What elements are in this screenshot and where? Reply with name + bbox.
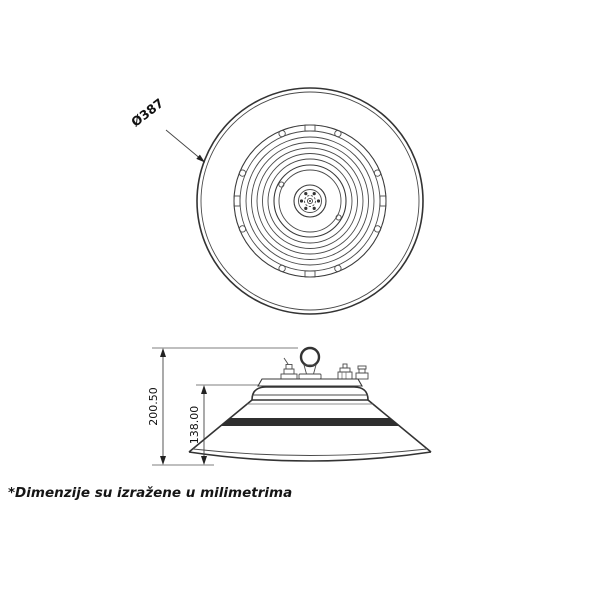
inner-plate-inner bbox=[278, 169, 342, 233]
mounting-plate bbox=[257, 378, 363, 387]
hub-bolts bbox=[299, 192, 321, 210]
inner-screw-right bbox=[335, 214, 342, 221]
sensor-block bbox=[337, 363, 369, 380]
arrow-down bbox=[160, 456, 166, 465]
dimension-body-height: 138.00 bbox=[188, 385, 207, 465]
cable-gland bbox=[280, 357, 298, 380]
ring-clips bbox=[233, 124, 387, 278]
eye-bolt bbox=[298, 346, 322, 380]
dimensions: 200.50 138.00 bbox=[147, 347, 298, 466]
center-hub bbox=[293, 184, 327, 218]
eye-bolt-ring bbox=[299, 346, 321, 368]
total-height-label: 200.50 bbox=[147, 387, 160, 426]
skirt-dark-band bbox=[220, 418, 400, 426]
diameter-callout: Ø387 bbox=[128, 95, 205, 163]
rim-inner-arc bbox=[192, 448, 428, 456]
hub-knurl bbox=[304, 195, 316, 207]
arrow-up bbox=[160, 348, 166, 357]
bottom-rim bbox=[188, 448, 432, 462]
ring-screws bbox=[238, 129, 382, 273]
outer-shell-circle bbox=[196, 87, 424, 315]
top-view: Ø387 bbox=[128, 87, 424, 315]
units-note: *Dimenzije su izražene u milimetrima bbox=[8, 485, 292, 501]
side-view bbox=[188, 346, 432, 462]
diameter-leader-arrow bbox=[196, 154, 205, 163]
eye-bolt-boss bbox=[298, 373, 322, 380]
body-height-label: 138.00 bbox=[188, 406, 201, 445]
diameter-label: Ø387 bbox=[128, 95, 166, 129]
heatsink-fins bbox=[245, 136, 375, 266]
inner-screw-left bbox=[278, 181, 285, 188]
cone-skirt bbox=[188, 399, 432, 453]
rim-outer-arc bbox=[188, 451, 432, 462]
housing-top bbox=[251, 386, 369, 401]
inner-plate-outer bbox=[273, 164, 347, 238]
outer-shell-inner-line bbox=[200, 91, 420, 311]
arrow-down bbox=[201, 456, 207, 465]
dimension-total-height: 200.50 bbox=[147, 348, 166, 465]
diameter-leader-line bbox=[165, 129, 203, 161]
arrow-up bbox=[201, 385, 207, 394]
